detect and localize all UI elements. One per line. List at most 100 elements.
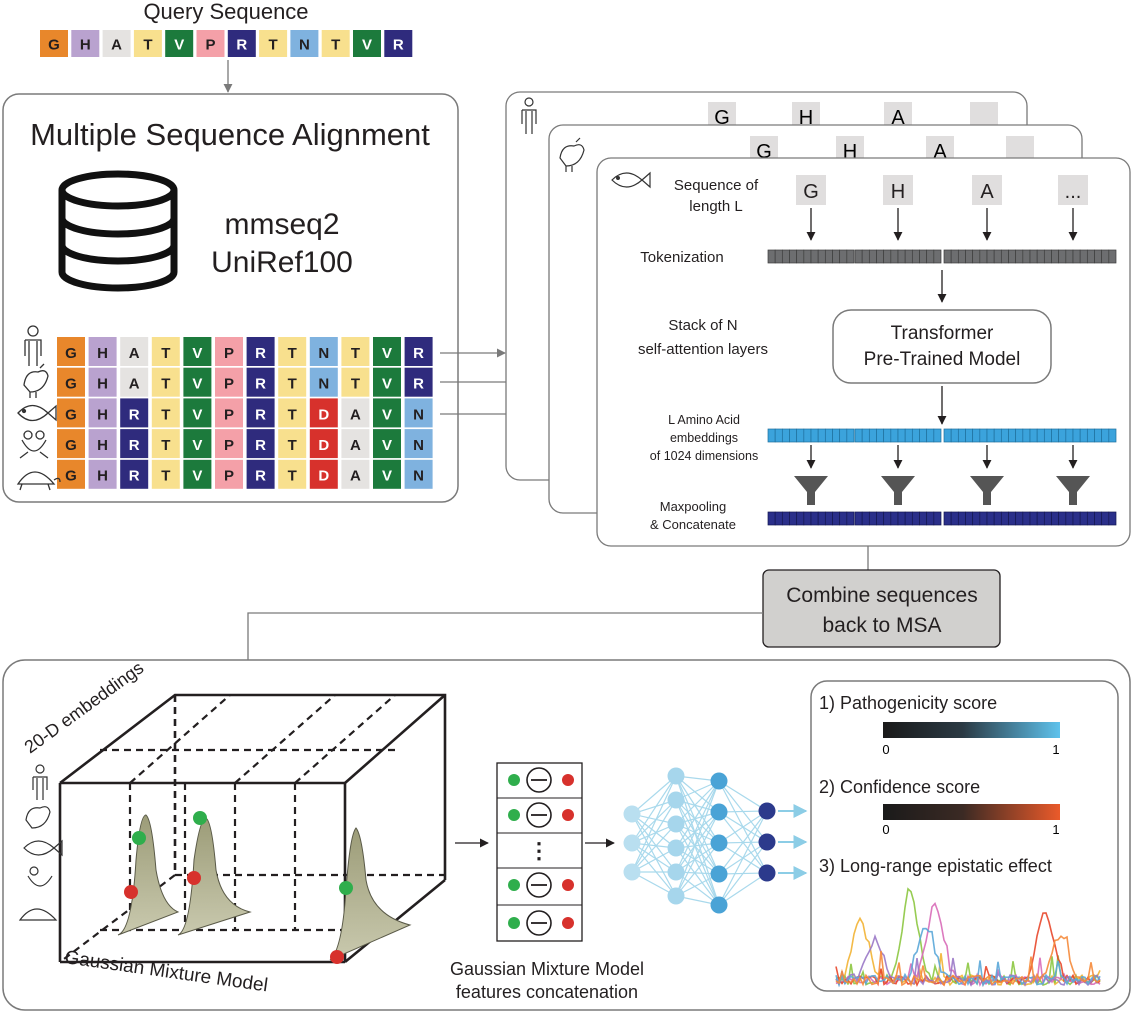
residue-letter: T [331,36,340,53]
nn-node [667,767,685,785]
confidence-colorbar [883,804,1060,820]
msa-residue: D [309,429,338,459]
residue-letter: G [65,468,77,485]
back-token-box [708,102,736,126]
msa-residue: V [183,398,212,428]
residue-letter: T [288,406,297,423]
msa-residue: A [341,429,370,459]
msa-residue: T [278,367,307,397]
funnel-icon [794,445,828,505]
embedding-bar [943,428,1031,443]
query-residue: T [133,30,162,57]
confidence-label: 2) Confidence score [819,777,980,797]
nn-node [667,887,685,905]
maxpooling-funnels [794,445,1090,505]
msa-residue: D [309,459,338,489]
msa-residue: P [215,459,243,489]
msa-residue: T [151,398,180,428]
msa-residue: G [57,398,85,428]
msa-residue: R [120,429,149,459]
residue-letter: G [65,406,77,423]
nn-node [667,791,685,809]
msa-residue: T [278,429,307,459]
msa-residue: V [183,367,212,397]
nn-edge [675,811,720,849]
nn-edge [675,775,720,844]
nn-edge [631,799,677,844]
query-residue: H [71,30,100,57]
nn-node [710,896,728,914]
feature-row [508,802,574,828]
residue-letter: D [318,468,329,485]
residue-letter: V [192,406,202,423]
msa-residue: P [215,429,243,459]
pathogenicity-colorbar [883,722,1060,738]
msa-residue: T [278,398,307,428]
residue-letter: T [161,345,170,362]
residue-letter: V [362,36,372,53]
funnel-icon [970,445,1004,505]
msa-residue: H [88,337,117,366]
msa-residue: A [341,398,370,428]
back-token-box [926,136,954,160]
msa-residue: A [120,367,149,397]
residue-letter: N [413,437,424,454]
nn-edge [675,780,720,897]
msa-residue: T [151,367,180,397]
residue-letter: R [129,468,140,485]
nn-edge [631,813,677,897]
nn-node [710,865,728,883]
nn-edge [718,810,768,906]
combine-label-line2: back to MSA [822,614,941,637]
residue-letter: V [382,406,392,423]
embedding-bar [1029,428,1117,443]
back-letter: G [714,107,730,129]
msa-residue: V [373,459,401,489]
nn-edge [675,780,720,849]
epistatic-effect-plot [835,887,1101,988]
residue-letter: P [224,406,234,423]
residue-letter: V [192,345,202,362]
residue-letter: R [255,406,266,423]
chicken-icon [559,137,585,172]
residue-letter: R [255,376,266,393]
msa-residue: G [57,337,85,366]
transformer-model-box [832,309,1052,384]
residue-letter: T [269,36,278,53]
pooling-label: Maxpooling& Concatenate [650,499,736,532]
residue-letter: A [350,406,361,423]
msa-residue: N [309,337,338,366]
gmm-3d-box [58,693,447,964]
token-bar [1029,249,1117,264]
residue-letter: R [236,36,247,53]
nn-edge [631,775,677,844]
msa-residue: V [373,337,401,366]
residue-letter: T [143,36,152,53]
embedding-bar [854,428,942,443]
chicken-icon [23,363,49,398]
nn-edge [631,813,677,849]
msa-residue: N [404,429,433,459]
feature-row [508,767,574,793]
residue-letter: A [350,437,361,454]
residue-letter: R [129,437,140,454]
residue-letter: P [224,437,234,454]
nn-edge [675,775,720,875]
fish-icon [17,404,57,422]
msa-residue: V [373,429,401,459]
residue-letter: R [413,345,424,362]
query-residue: G [40,30,68,57]
residue-letter: T [351,345,360,362]
confidence-min: 0 [882,822,889,837]
nn-edge [675,823,720,875]
features-label-line2: features concatenation [456,982,638,1002]
input-token-box [883,175,913,205]
residue-letter: G [48,36,60,53]
back-token-box [836,136,864,160]
funnel-icon [881,445,915,505]
pathogenicity-label: 1) Pathogenicity score [819,693,997,713]
nn-edge [675,842,720,873]
input-token-letter: A [980,181,994,203]
